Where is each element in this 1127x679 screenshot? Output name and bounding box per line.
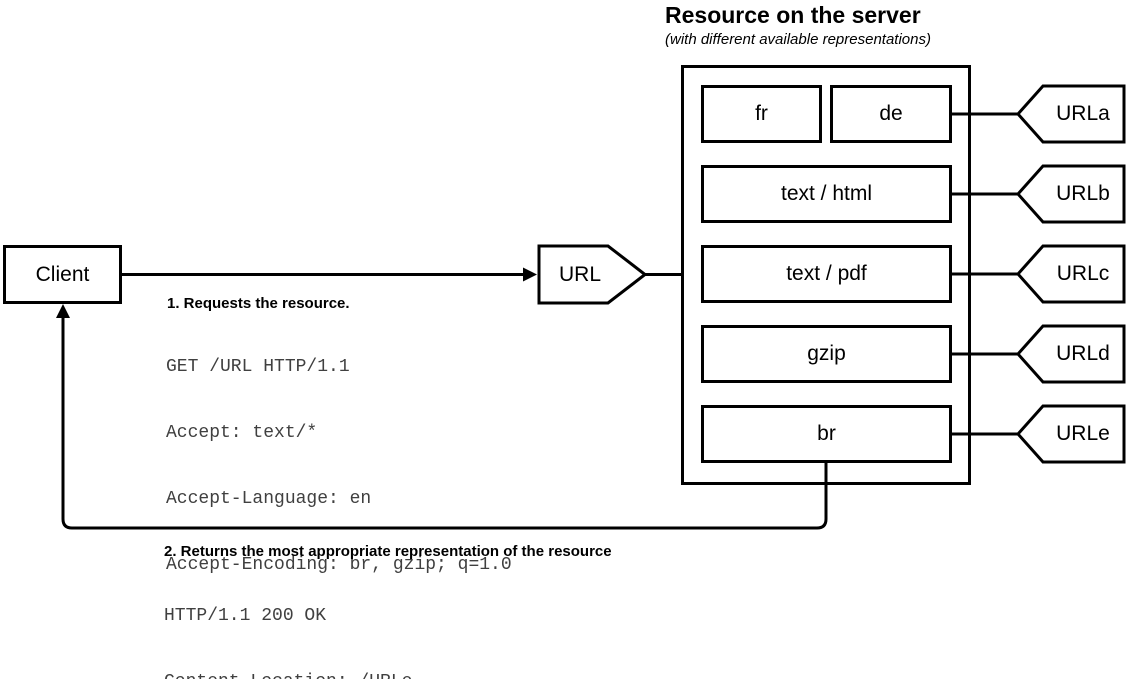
representation-box-br: br [701,405,952,463]
response-arrow-path [61,317,828,530]
request-code-block: GET /URL HTTP/1.1 Accept: text/* Accept-… [166,312,512,620]
url-tag-label-urla: URLa [1056,102,1110,125]
url-tag-shape-urle [1015,404,1126,464]
request-step-heading: 1. Requests the resource. [167,295,350,312]
representation-box-text-html: text / html [701,165,952,223]
diagram-subtitle: (with different available representation… [665,31,931,48]
server-title-block: Resource on the server (with different a… [665,2,931,49]
url-tag-shape-urla [1015,84,1126,144]
diagram-title: Resource on the server [665,2,921,28]
representation-box-text-pdf: text / pdf [701,245,952,303]
response-arrowhead-icon [56,304,70,318]
request-code-line: Accept: text/* [166,423,318,443]
url-tag-label-urlc: URLc [1056,262,1110,285]
client-box: Client [3,245,122,304]
response-code-line: Content-Location: /URLe [164,671,412,679]
url-tag-label: URL [558,262,601,286]
representation-box-fr: fr [701,85,822,143]
request-code-line: Accept-Language: en [166,489,372,509]
url-tag-label-urld: URLd [1056,342,1110,365]
request-code-line: Accept-Encoding: br, gzip; q=1.0 [166,555,512,575]
representation-label: text / html [780,182,873,205]
response-code-line: HTTP/1.1 200 OK [164,606,327,626]
url-tag-shape-urld [1015,324,1126,384]
representation-label: br [817,422,836,445]
url-tag-shape-urlb [1015,164,1126,224]
representation-label: text / pdf [786,262,867,285]
response-step-heading: 2. Returns the most appropriate represen… [164,543,612,560]
url-tag-label-urle: URLe [1056,422,1110,445]
request-code-line: GET /URL HTTP/1.1 [166,357,350,377]
representation-box-de: de [830,85,952,143]
request-arrowhead-icon [523,267,537,282]
client-label: Client [35,262,90,286]
representation-label: gzip [807,342,846,365]
url-pentagon-shape [537,244,648,305]
representation-label: fr [755,102,768,125]
response-code-block: HTTP/1.1 200 OK Content-Location: /URLe … [164,561,412,679]
url-tag-shape-urlc [1015,244,1126,304]
representation-label: de [879,102,903,125]
url-tag-label-urlb: URLb [1056,182,1110,205]
